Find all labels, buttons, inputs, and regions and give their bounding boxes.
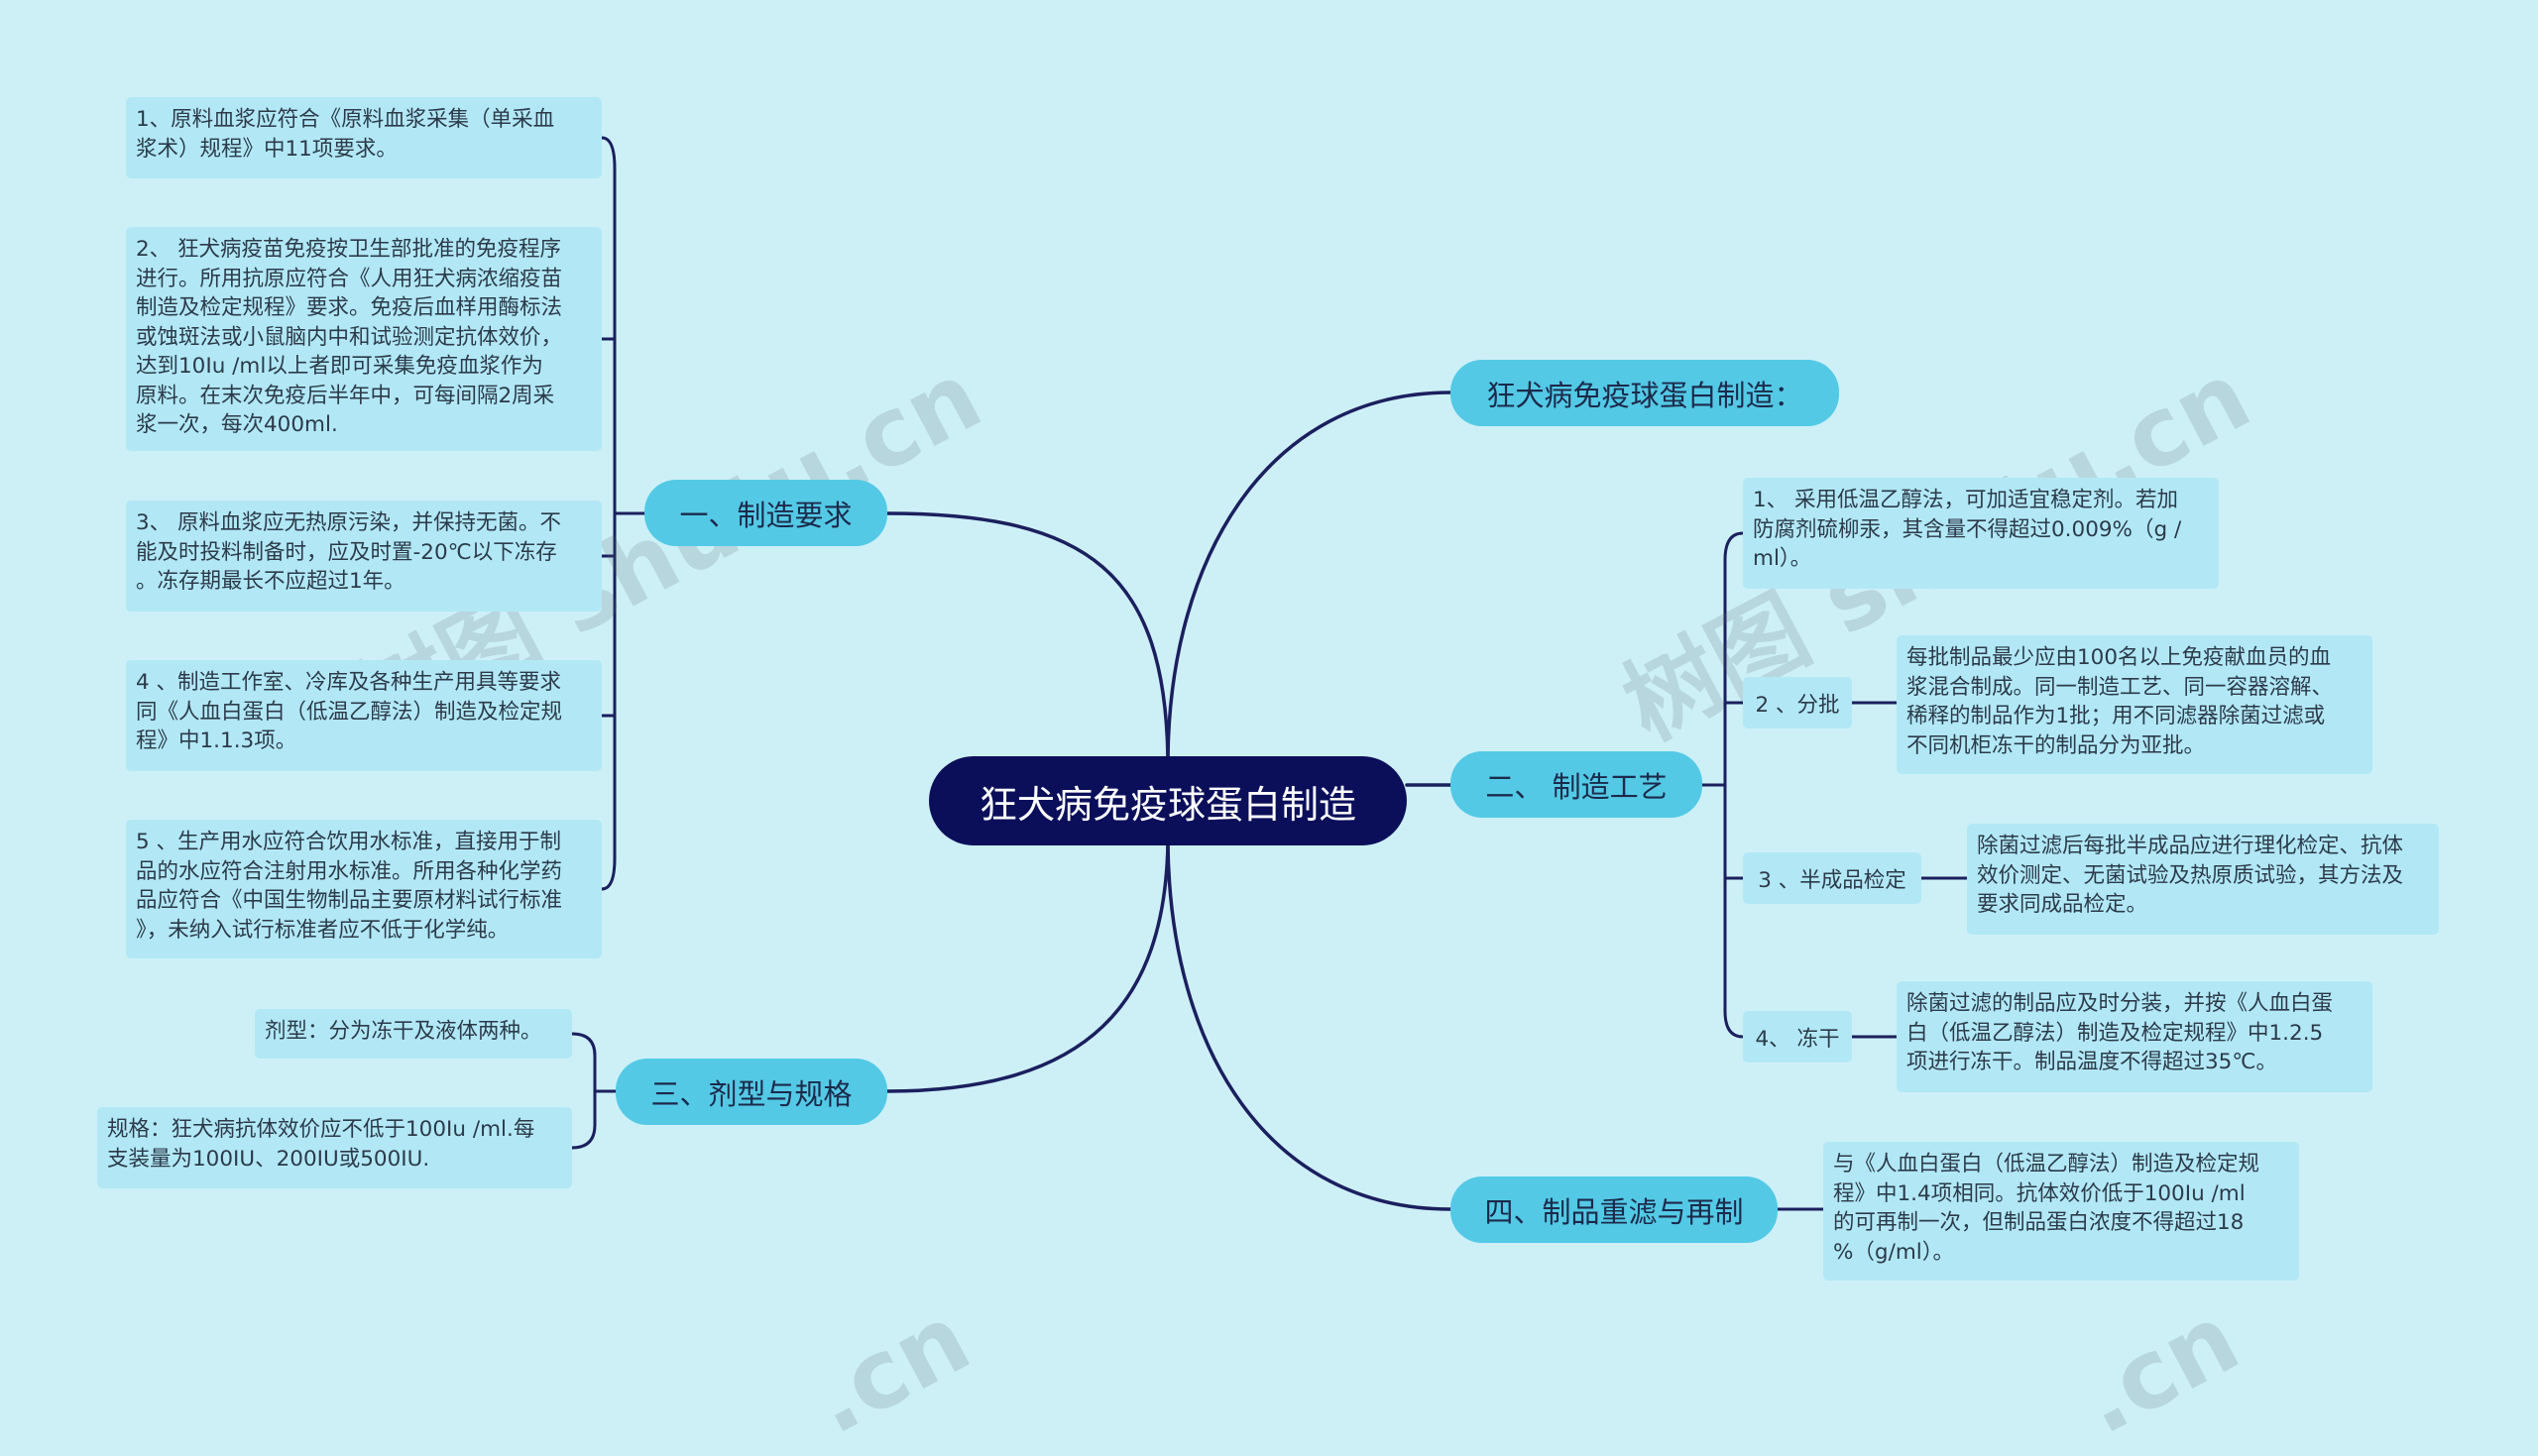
connector-line <box>570 1032 597 1150</box>
requirement-item[interactable]: 1、原料血浆应符合《原料血浆采集（单采血 浆术）规程》中11项要求。 <box>126 97 602 178</box>
process-step-1[interactable]: 1、 采用低温乙醇法，可加适宜稳定剂。若加 防腐剂硫柳汞，其含量不得超过0.00… <box>1743 478 2219 589</box>
connector-line <box>885 511 1170 760</box>
connector-line <box>1723 531 1745 1039</box>
branch-process[interactable]: 二、 制造工艺 <box>1450 751 1702 818</box>
requirement-item[interactable]: 2、 狂犬病疫苗免疫按卫生部批准的免疫程序 进行。所用抗原应符合《人用狂犬病浓缩… <box>126 227 602 451</box>
freeze-dry-detail[interactable]: 除菌过滤的制品应及时分装，并按《人血白蛋 白（低温乙醇法）制造及检定规程》中1.… <box>1897 981 2372 1092</box>
specification-item[interactable]: 规格：狂犬病抗体效价应不低于100Iu /ml.每 支装量为100IU、200I… <box>97 1107 572 1188</box>
connector-line <box>1166 841 1452 1211</box>
branch-title-repeat[interactable]: 狂犬病免疫球蛋白制造： <box>1450 360 1839 426</box>
dosage-form-item[interactable]: 剂型：分为冻干及液体两种。 <box>255 1009 572 1059</box>
branch-manufacturing-requirements[interactable]: 一、制造要求 <box>644 480 887 546</box>
connector-lines <box>570 136 1969 1211</box>
process-step-batching[interactable]: 2 、分批 <box>1743 677 1852 728</box>
connector-line <box>1166 391 1452 760</box>
process-step-freeze-dry[interactable]: 4、 冻干 <box>1743 1011 1852 1063</box>
connector-line <box>600 136 617 891</box>
batching-detail[interactable]: 每批制品最少应由100名以上免疫献血员的血 浆混合制成。同一制造工艺、同一容器溶… <box>1897 635 2372 774</box>
branch-dosage-and-specs[interactable]: 三、剂型与规格 <box>616 1059 887 1125</box>
branch-refilter-remake[interactable]: 四、制品重滤与再制 <box>1450 1176 1778 1243</box>
mindmap-canvas: 树图 shutu.cn 树图 shutu.cn .cn .cn 狂犬病免疫球蛋白… <box>97 97 2439 1456</box>
root-topic[interactable]: 狂犬病免疫球蛋白制造 <box>929 756 1407 845</box>
requirement-item[interactable]: 5 、生产用水应符合饮用水标准，直接用于制 品的水应符合注射用水标准。所用各种化… <box>126 820 602 958</box>
process-step-semifinished-test[interactable]: 3 、半成品检定 <box>1743 852 1921 904</box>
requirement-item[interactable]: 3、 原料血浆应无热原污染，并保持无菌。不 能及时投料制备时，应及时置-20℃以… <box>126 501 602 612</box>
connector-line <box>885 841 1170 1093</box>
refilter-detail[interactable]: 与《人血白蛋白（低温乙醇法）制造及检定规 程》中1.4项相同。抗体效价低于100… <box>1823 1142 2299 1281</box>
requirement-item[interactable]: 4 、制造工作室、冷库及各种生产用具等要求 同《人血白蛋白（低温乙醇法）制造及检… <box>126 660 602 771</box>
semifinished-test-detail[interactable]: 除菌过滤后每批半成品应进行理化检定、抗体 效价测定、无菌试验及热原质试验，其方法… <box>1967 824 2439 935</box>
